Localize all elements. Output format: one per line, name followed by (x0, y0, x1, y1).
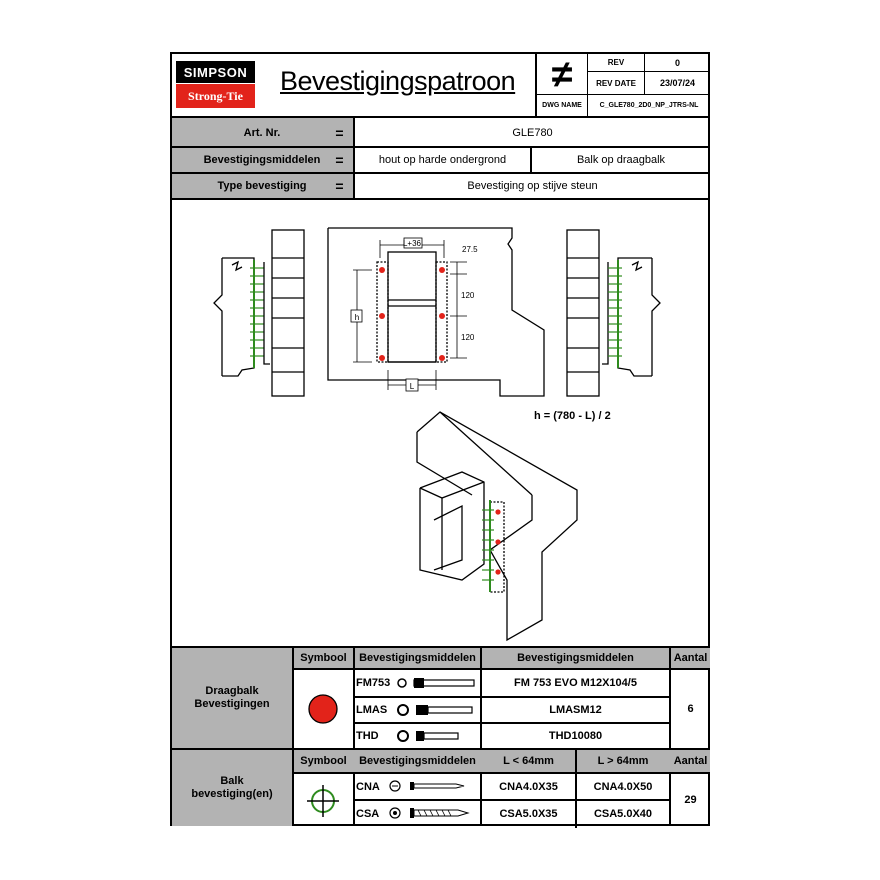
t1-col-symbol: Symbool (300, 652, 347, 664)
dim-mid2-label: 120 (461, 333, 475, 342)
t2-qty: 29 (684, 794, 697, 806)
dim-top-label: 27.5 (462, 245, 478, 254)
t2-col-symbol: Symbool (300, 755, 347, 767)
fixing-eq: = (335, 151, 344, 168)
page-title: Bevestigingspatroon (280, 66, 516, 96)
rev-label: REV (607, 58, 625, 67)
t2-row2-lt: CSA5.0X35 (499, 807, 558, 820)
ring-nail-icon (389, 780, 465, 792)
art-nr-label: Art. Nr. (243, 126, 281, 139)
t1-qty: 6 (687, 703, 694, 715)
concrete-screw-icon (397, 730, 459, 742)
left-side-view (213, 229, 305, 397)
fixing-value-right: Balk op draagbalk (576, 153, 666, 166)
fixing-value-left: hout op harde ondergrond (378, 153, 507, 166)
t1-row2-code: LMAS (356, 704, 388, 716)
t1-row3-product: THD10080 (548, 730, 603, 742)
drawing-sheet: SIMPSON Strong-Tie Bevestigingspatroon ≠… (170, 52, 710, 828)
dwg-name-value: C_GLE780_2D0_NP_JTRS-NL (599, 101, 699, 109)
rev-date-label: REV DATE (596, 78, 636, 88)
brand-logo-bottom: Strong-Tie (176, 84, 255, 108)
red-dot-symbol-icon (308, 694, 338, 724)
dim-l-label: L (410, 382, 415, 391)
dim-h-label: h (355, 313, 359, 322)
brand-logo-top: SIMPSON (176, 61, 255, 83)
t2-col-lt: L < 64mm (503, 755, 554, 767)
art-nr-value: GLE780 (512, 126, 553, 139)
t2-col-means: Bevestigingsmiddelen (359, 755, 476, 767)
t2-row1-code: CNA (356, 780, 380, 793)
t1-group-label: Draagbalk Bevestigingen (194, 685, 270, 710)
t2-col-gt: L > 64mm (597, 755, 649, 767)
crosshair-symbol-icon (307, 785, 339, 817)
t1-col-means: Bevestigingsmiddelen (359, 652, 476, 664)
t2-row1-gt: CNA4.0X50 (593, 780, 653, 793)
t1-row2-product: LMASM12 (549, 704, 602, 716)
fixing-label: Bevestigingsmiddelen (203, 153, 321, 166)
rev-value: 0 (674, 57, 680, 68)
type-value: Bevestiging op stijve steun (467, 179, 598, 192)
t1-row1-product: FM 753 EVO M12X104/5 (514, 677, 637, 689)
t2-group-label: Balk bevestiging(en) (191, 775, 273, 800)
anchor-bolt-icon (397, 678, 475, 688)
t2-row1-lt: CNA4.0X35 (499, 780, 558, 793)
t1-row1-code: FM753 (356, 677, 391, 689)
dim-width-label: L+36 (403, 239, 422, 248)
dim-mid1-label: 120 (461, 291, 475, 300)
sleeve-anchor-icon (397, 704, 473, 716)
right-side-view (566, 229, 661, 397)
t2-row2-code: CSA (356, 807, 380, 820)
type-label: Type bevestiging (217, 179, 307, 192)
isometric-view (416, 411, 578, 642)
rev-date-value: 23/07/24 (659, 78, 696, 88)
art-nr-eq: = (335, 124, 344, 141)
wood-screw-icon (389, 807, 470, 819)
anchor-points (379, 267, 445, 361)
technical-drawing: L+36 27.5 120 120 h L h = (780 - L) / 2 (213, 227, 661, 642)
t2-row2-gt: CSA5.0X40 (593, 807, 653, 820)
t2-col-qty: Aantal (673, 755, 708, 767)
t1-col-means2: Bevestigingsmiddelen (517, 652, 634, 664)
dwg-name-label: DWG NAME (542, 101, 582, 109)
formula-label: h = (780 - L) / 2 (534, 410, 611, 422)
t1-col-qty: Aantal (673, 652, 708, 664)
front-view (327, 227, 545, 397)
t1-row3-code: THD (356, 730, 379, 742)
not-equal-icon: ≠ (551, 53, 573, 96)
type-eq: = (335, 177, 344, 194)
